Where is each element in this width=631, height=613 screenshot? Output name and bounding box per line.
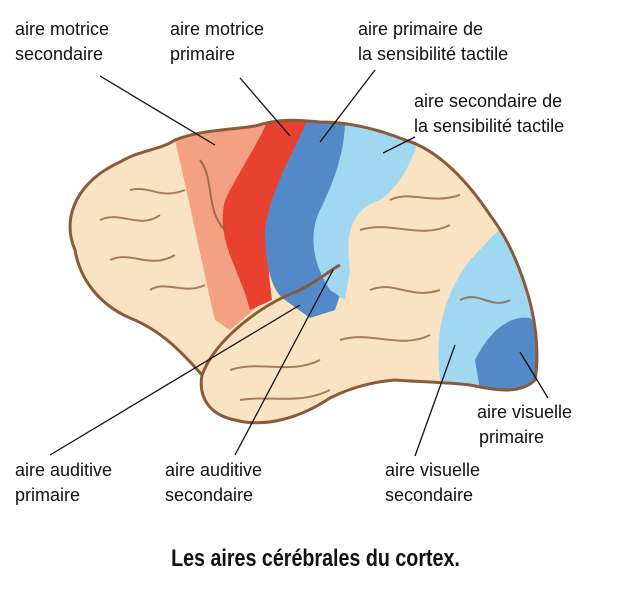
leader-visual-secondary [414,344,456,457]
leader-motor-primary [239,77,291,137]
somato-secondary-area [313,120,420,300]
leader-lines [49,69,549,457]
leader-somato-primary [319,69,376,143]
sulci [99,159,511,401]
leader-auditory-secondary [234,269,334,456]
figure-caption: Les aires cérébrales du cortex. [171,545,460,572]
leader-auditory-primary [49,304,301,456]
leader-visual-primary [519,351,549,399]
leader-motor-secondary [99,75,216,146]
lateral-sulcus [200,263,341,376]
visual-primary-area [475,317,537,400]
leader-somato-secondary [382,136,416,154]
